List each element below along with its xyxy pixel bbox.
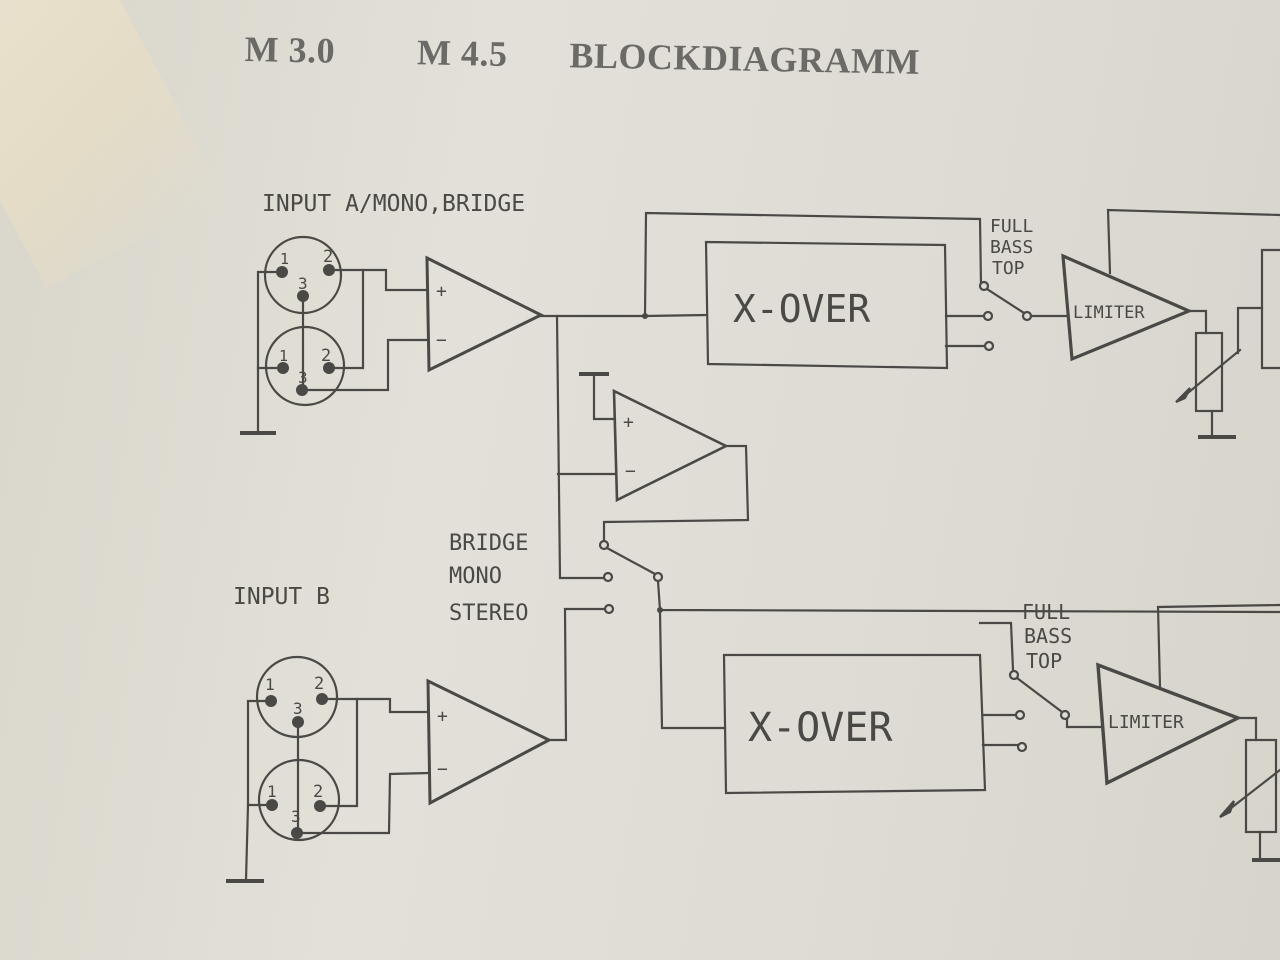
pin-label: 1: [279, 347, 288, 365]
switch-lever: [605, 546, 657, 576]
junction-dot: [642, 313, 648, 319]
switch-contact: [1016, 741, 1028, 753]
pin-label: 3: [298, 274, 308, 293]
wire-full-bypass: [643, 211, 983, 318]
switch-lever: [1015, 676, 1064, 714]
input-b-label: INPUT B: [233, 584, 330, 610]
switch-contact: [982, 310, 994, 322]
opamp-minus: −: [436, 330, 447, 351]
input-a-opamp: + −: [425, 255, 545, 373]
crossover-a-label: X-OVER: [733, 287, 870, 331]
wire: [555, 314, 610, 580]
mode-option-bridge: BRIDGE: [449, 531, 528, 556]
filter-option-bass: BASS: [1024, 624, 1072, 648]
inverter-opamp: + −: [612, 388, 729, 503]
pin-label: 2: [313, 782, 323, 802]
filter-switch-a: FULL BASS TOP: [978, 216, 1034, 352]
wire: [1065, 717, 1104, 729]
potentiometer-b: [1219, 738, 1280, 862]
pin-label: 2: [321, 346, 331, 366]
crossover-block-b: X-OVER: [722, 653, 987, 795]
wire: [300, 338, 429, 392]
pin-label: 1: [267, 782, 277, 801]
arrow-head: [1175, 387, 1191, 404]
wire-full-bypass: [978, 621, 1015, 672]
wiper-arrow: [1181, 348, 1242, 399]
wire: [256, 270, 285, 370]
filter-option-full: FULL: [1022, 600, 1070, 624]
crossover-block-a: X-OVER: [704, 240, 949, 370]
potentiometer-a: [1175, 331, 1242, 439]
wire: [1236, 306, 1264, 355]
wire: [327, 268, 429, 292]
switch-contact: [983, 340, 995, 352]
crossover-b-label: X-OVER: [748, 705, 893, 751]
switch-contact: [603, 603, 615, 615]
input-a-label: INPUT A/MONO,BRIDGE: [262, 191, 525, 217]
mode-option-stereo: STEREO: [449, 601, 528, 626]
wire: [539, 313, 708, 318]
pin-label: 2: [323, 247, 333, 267]
wire: [1106, 208, 1280, 275]
wiper-arrow: [1224, 768, 1280, 814]
pin-label: 1: [265, 675, 275, 694]
filter-option-bass: BASS: [990, 237, 1033, 258]
switch-contact: [602, 571, 614, 583]
pin-label: 2: [314, 674, 324, 694]
switch-contact: [1008, 669, 1020, 681]
wire: [602, 444, 750, 542]
limiter-b-label: LIMITER: [1108, 712, 1184, 733]
wire: [658, 610, 727, 730]
mode-option-mono: MONO: [449, 564, 502, 589]
wire: [295, 771, 430, 835]
opamp-minus: −: [625, 461, 636, 482]
wire: [318, 697, 359, 808]
opamp-minus: −: [437, 759, 448, 780]
switch-contact: [978, 280, 990, 292]
filter-option-full: FULL: [990, 216, 1034, 237]
wire: [244, 803, 250, 882]
switch-contact: [598, 539, 610, 551]
input-a-xlr-connector-bottom: 1 2 3: [264, 325, 346, 407]
opamp-plus: +: [623, 412, 634, 433]
filter-option-top: TOP: [1026, 649, 1062, 673]
input-b-opamp: + −: [426, 678, 553, 806]
limiter-a-label: LIMITER: [1073, 303, 1145, 323]
power-amp-block-a-partial: [1260, 248, 1280, 370]
opamp-plus: +: [437, 706, 448, 727]
switch-lever: [985, 287, 1026, 315]
switch-pole: [1059, 709, 1071, 721]
filter-option-top: TOP: [992, 258, 1025, 279]
limiter-b: LIMITER: [1096, 662, 1243, 786]
pin-label: 3: [291, 807, 301, 826]
wire: [246, 699, 274, 807]
opamp-plus: +: [436, 281, 447, 302]
wire: [1236, 716, 1258, 742]
mode-switch: BRIDGE MONO STEREO: [449, 531, 664, 626]
limiter-a: LIMITER: [1061, 253, 1194, 362]
pin-label: 1: [280, 250, 289, 268]
wire: [1187, 309, 1208, 335]
wire: [547, 607, 607, 742]
wire: [592, 372, 616, 421]
junction-dot: [657, 607, 663, 613]
arrow-head: [1219, 800, 1236, 818]
switch-contact: [1014, 709, 1026, 721]
filter-switch-b: FULL BASS TOP: [1008, 600, 1072, 753]
pin-label: 3: [293, 699, 303, 718]
wire: [327, 268, 365, 370]
wire: [1156, 603, 1280, 689]
